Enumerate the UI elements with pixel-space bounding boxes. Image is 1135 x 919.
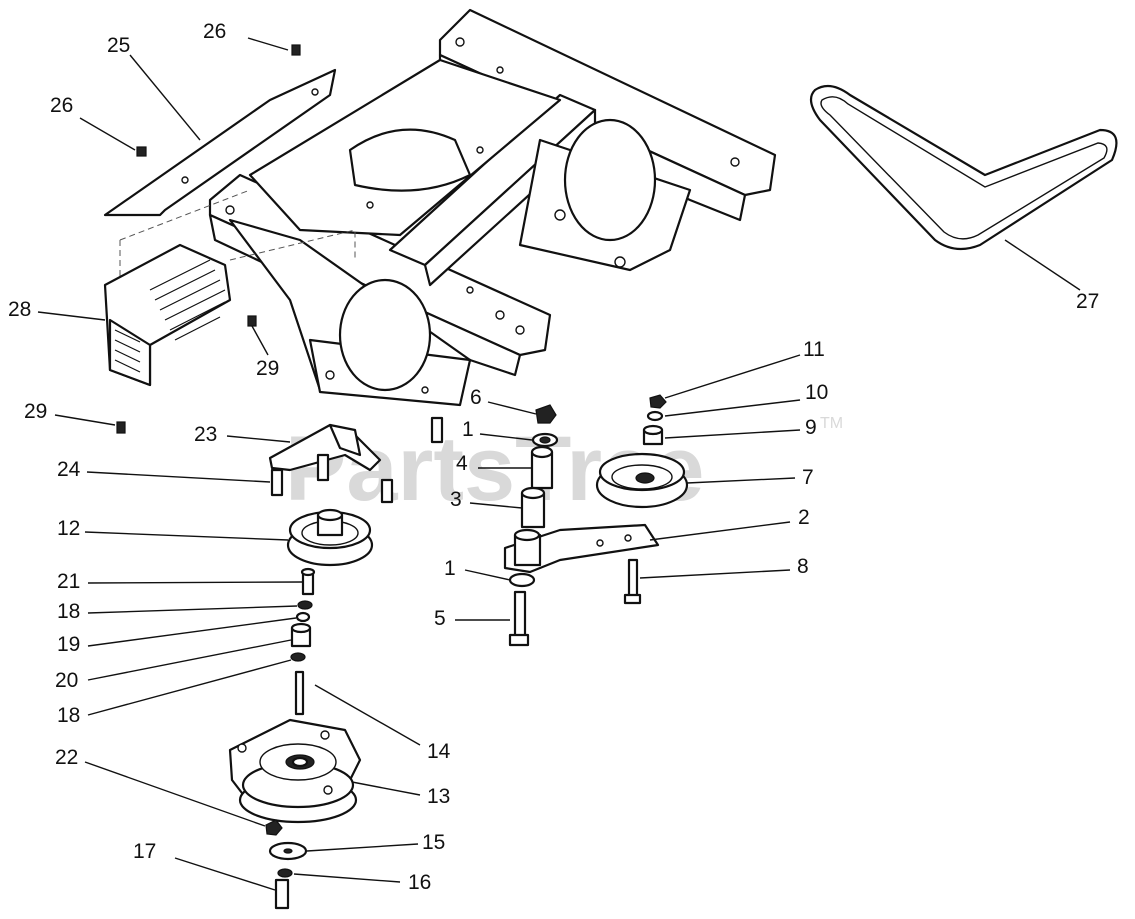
callout-1-lower: 1 (444, 557, 456, 580)
washer-10 (646, 410, 664, 422)
callout-17: 17 (133, 840, 156, 863)
cover-plate (103, 68, 337, 217)
callout-4: 4 (456, 452, 468, 475)
callout-26-top: 26 (203, 20, 226, 43)
callout-13: 13 (427, 785, 450, 808)
screw-26-left (136, 146, 147, 157)
callout-10: 10 (805, 381, 828, 404)
callout-23: 23 (194, 423, 217, 446)
lockwasher-18-top (297, 600, 313, 610)
callout-22: 22 (55, 746, 78, 769)
callout-5: 5 (434, 607, 446, 630)
idler-arm (503, 523, 660, 574)
idler-stack (520, 404, 559, 529)
washer-15 (268, 841, 308, 861)
callout-7: 7 (802, 466, 814, 489)
callout-3: 3 (450, 488, 462, 511)
callout-1-upper: 1 (462, 418, 474, 441)
bolt-8 (623, 558, 642, 605)
callout-21: 21 (57, 570, 80, 593)
washer-1-lower (508, 572, 536, 588)
screw-26-top (291, 44, 301, 56)
grille-shield (103, 243, 232, 387)
bolt-21 (300, 567, 316, 596)
watermark-trademark: TM (820, 415, 843, 432)
callout-8: 8 (797, 555, 809, 578)
washer-19 (295, 611, 311, 623)
bolt-5 (508, 590, 530, 647)
callout-28: 28 (8, 298, 31, 321)
callout-24: 24 (57, 458, 81, 481)
bolt-17 (274, 878, 290, 910)
callout-6: 6 (470, 386, 482, 409)
frame-chassis (208, 8, 777, 407)
callout-12: 12 (57, 517, 80, 540)
drive-belt (809, 84, 1118, 251)
spacer-9 (642, 424, 664, 446)
drive-pulley-12 (286, 508, 374, 567)
callout-29-right: 29 (256, 357, 279, 380)
callout-15: 15 (422, 831, 445, 854)
nut-22 (265, 819, 283, 836)
callout-11: 11 (803, 338, 825, 361)
leader-lines (37, 37, 1081, 891)
lockwasher-18-bottom (290, 652, 306, 662)
callout-2: 2 (798, 506, 810, 529)
nut-11 (649, 394, 667, 409)
screw-29-bottom (116, 421, 126, 434)
callout-9: 9 (805, 416, 817, 439)
callout-18-bottom: 18 (57, 704, 80, 727)
screw-29-right (247, 315, 257, 327)
idler-pulley-7 (595, 452, 689, 509)
callout-labels: 26 25 26 27 28 29 29 11 10 9 7 6 1 4 3 2… (8, 20, 1099, 894)
callout-16: 16 (408, 871, 431, 894)
pto-clutch-13 (228, 718, 362, 824)
callout-19: 19 (57, 633, 80, 656)
callout-20: 20 (55, 669, 78, 692)
callout-27: 27 (1076, 290, 1099, 313)
mounting-bracket (268, 423, 382, 472)
callout-25: 25 (107, 34, 130, 57)
callout-14: 14 (427, 740, 451, 763)
callout-29-bottom: 29 (24, 400, 47, 423)
key-14 (294, 670, 305, 716)
lockwasher-16 (277, 868, 293, 878)
spacer-20 (290, 622, 312, 648)
callout-26-left: 26 (50, 94, 73, 117)
callout-18-top: 18 (57, 600, 80, 623)
bolts-24 (270, 416, 444, 504)
